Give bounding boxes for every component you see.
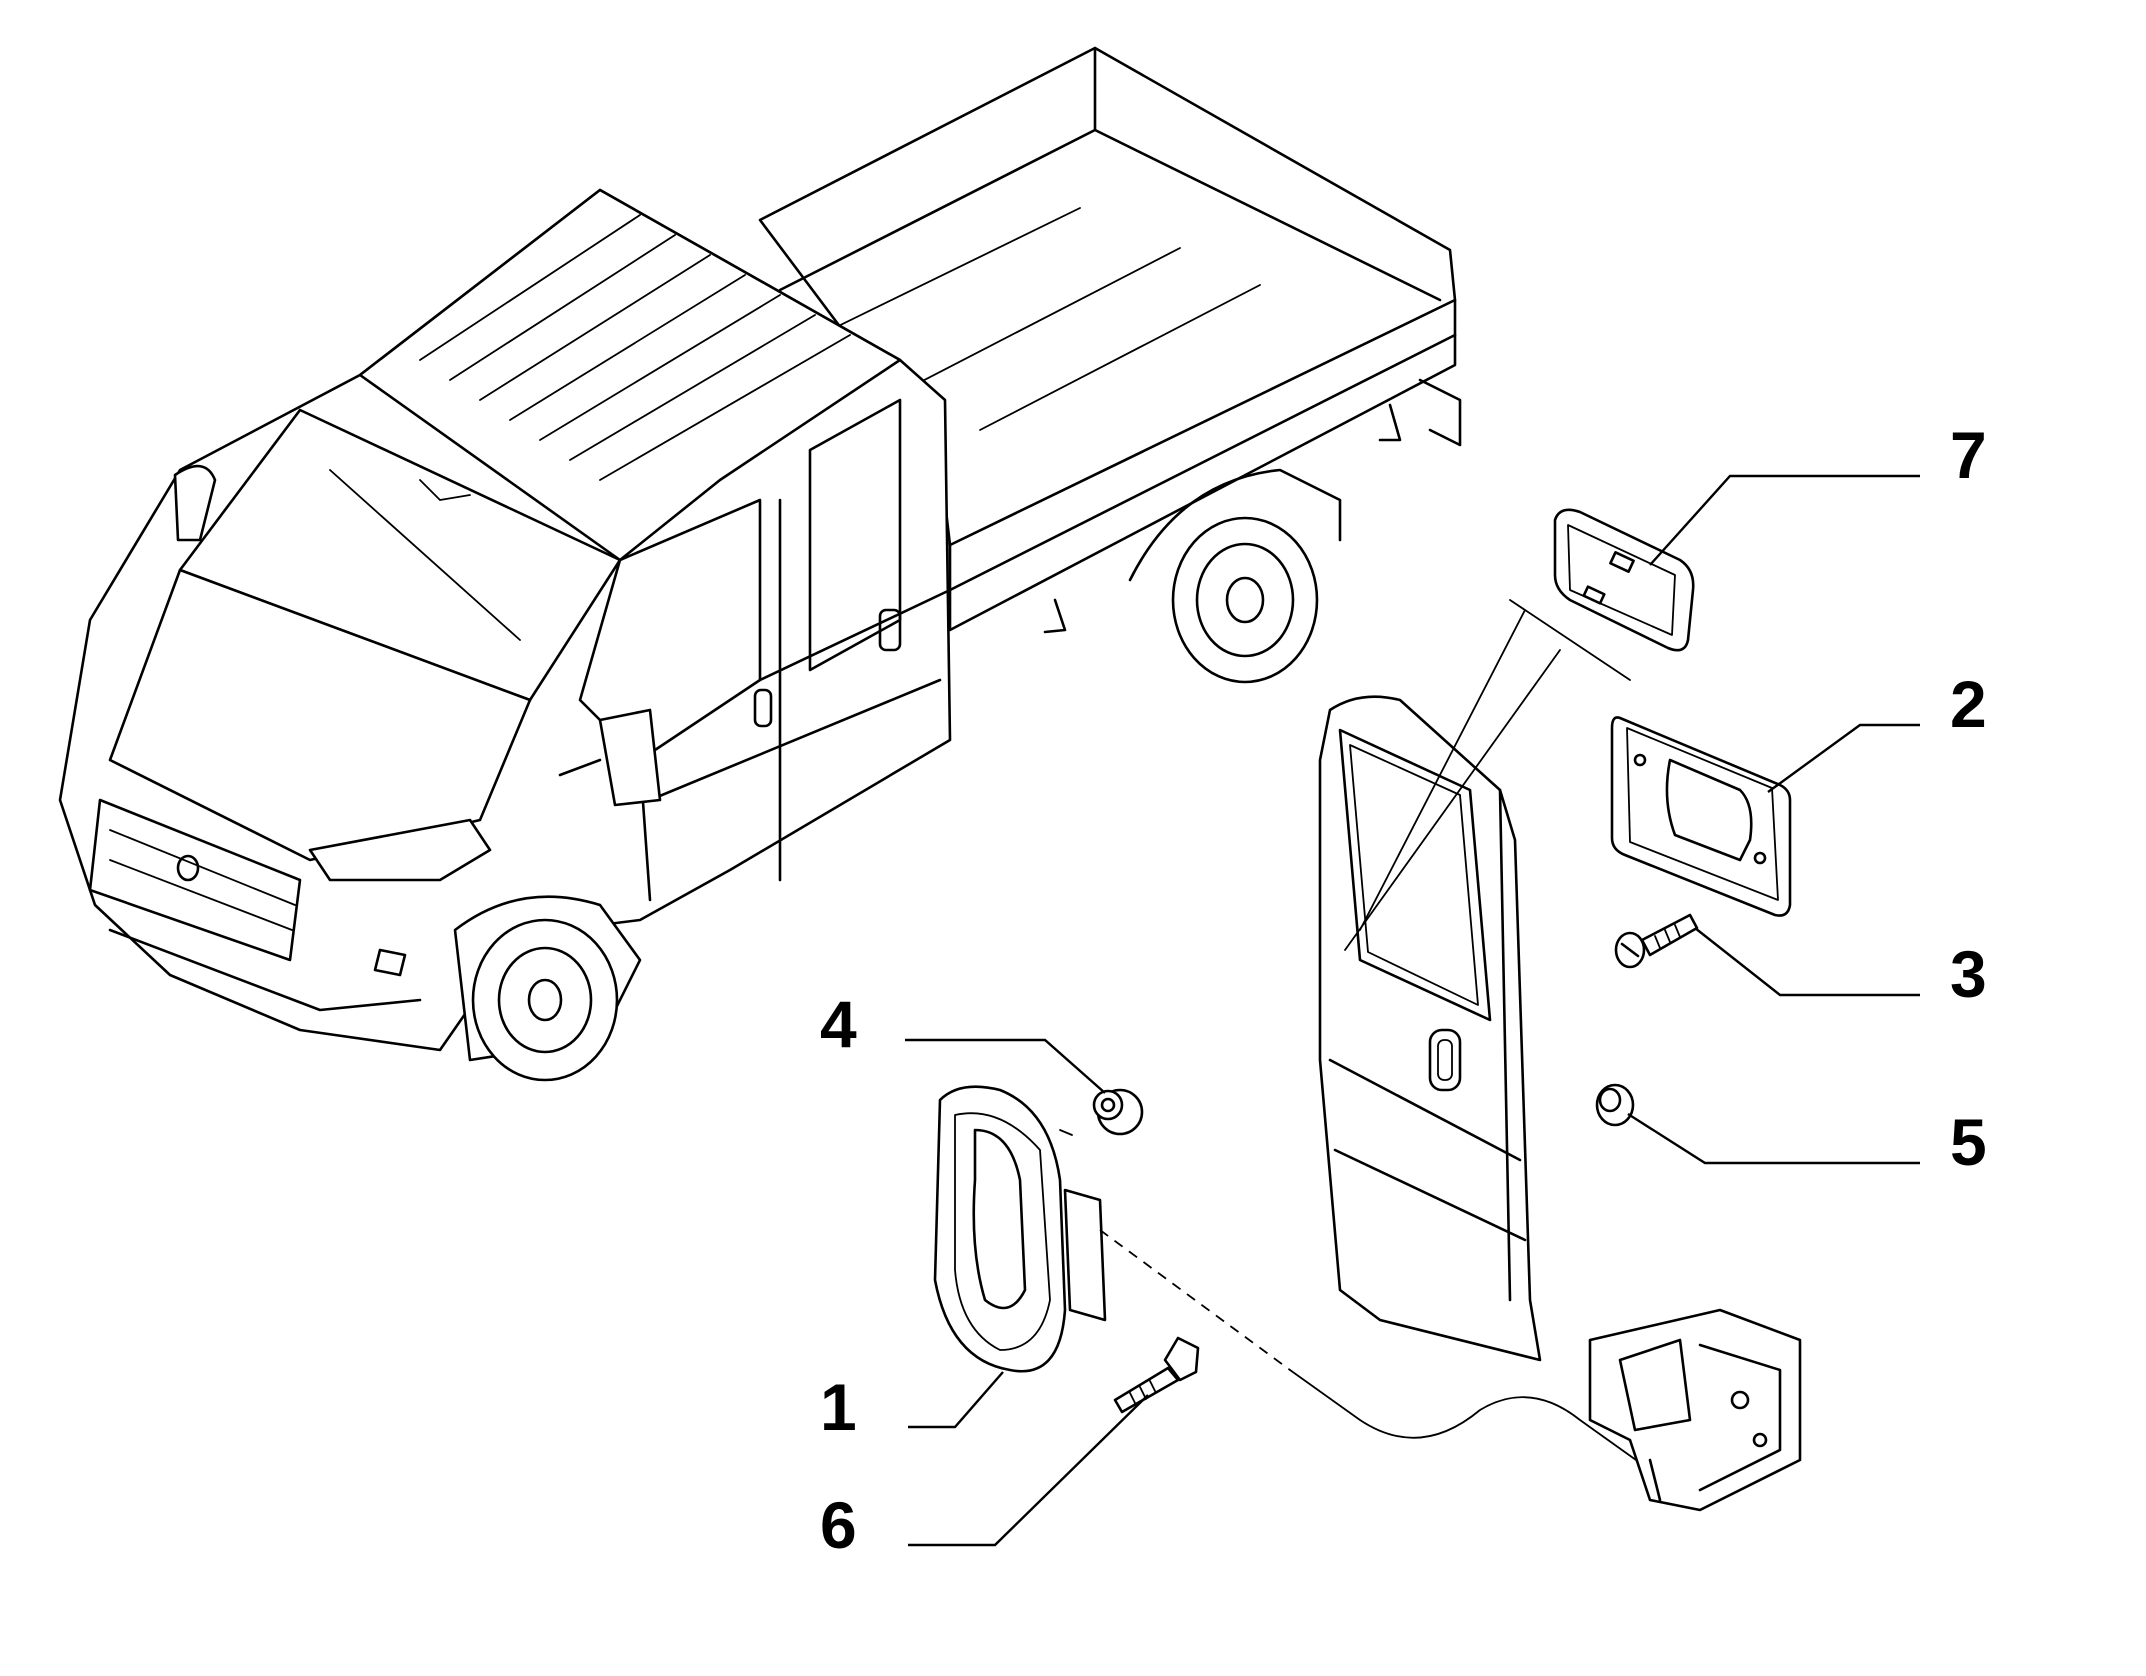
front-wheel xyxy=(453,895,642,1082)
callout-2: 2 xyxy=(1950,667,1987,741)
leader-line-5 xyxy=(1627,1112,1920,1165)
rear-wheel xyxy=(1128,468,1342,684)
door-panel xyxy=(1318,599,1631,1362)
part-5-clip xyxy=(1595,1083,1635,1127)
callout-3: 3 xyxy=(1950,937,1987,1011)
part-6-bolt xyxy=(1113,1336,1200,1414)
callout-4: 4 xyxy=(820,987,857,1061)
cable xyxy=(1289,1369,1651,1471)
callout-6: 6 xyxy=(820,1488,857,1562)
door-latch xyxy=(1588,1308,1802,1512)
truck-illustration xyxy=(58,46,1462,1082)
leader-line-3 xyxy=(1694,927,1920,997)
leader-line-2 xyxy=(1767,723,1920,793)
callout-7: 7 xyxy=(1950,418,1987,492)
part-7-cover xyxy=(1553,508,1695,652)
part-2-trim-plate xyxy=(1610,716,1792,917)
leader-line-1 xyxy=(908,1371,1004,1429)
leader-line-6 xyxy=(908,1394,1149,1547)
leader-line-4 xyxy=(905,1038,1106,1094)
leader-line-7 xyxy=(1649,474,1920,566)
part-3-screw xyxy=(1614,913,1699,969)
callout-5: 5 xyxy=(1950,1105,1987,1179)
part-4-nut xyxy=(1092,1088,1144,1136)
cable-dashed xyxy=(1099,1229,1291,1371)
handle-assembly xyxy=(933,1085,1107,1373)
callout-1: 1 xyxy=(820,1370,857,1444)
cab-body xyxy=(58,188,952,1052)
